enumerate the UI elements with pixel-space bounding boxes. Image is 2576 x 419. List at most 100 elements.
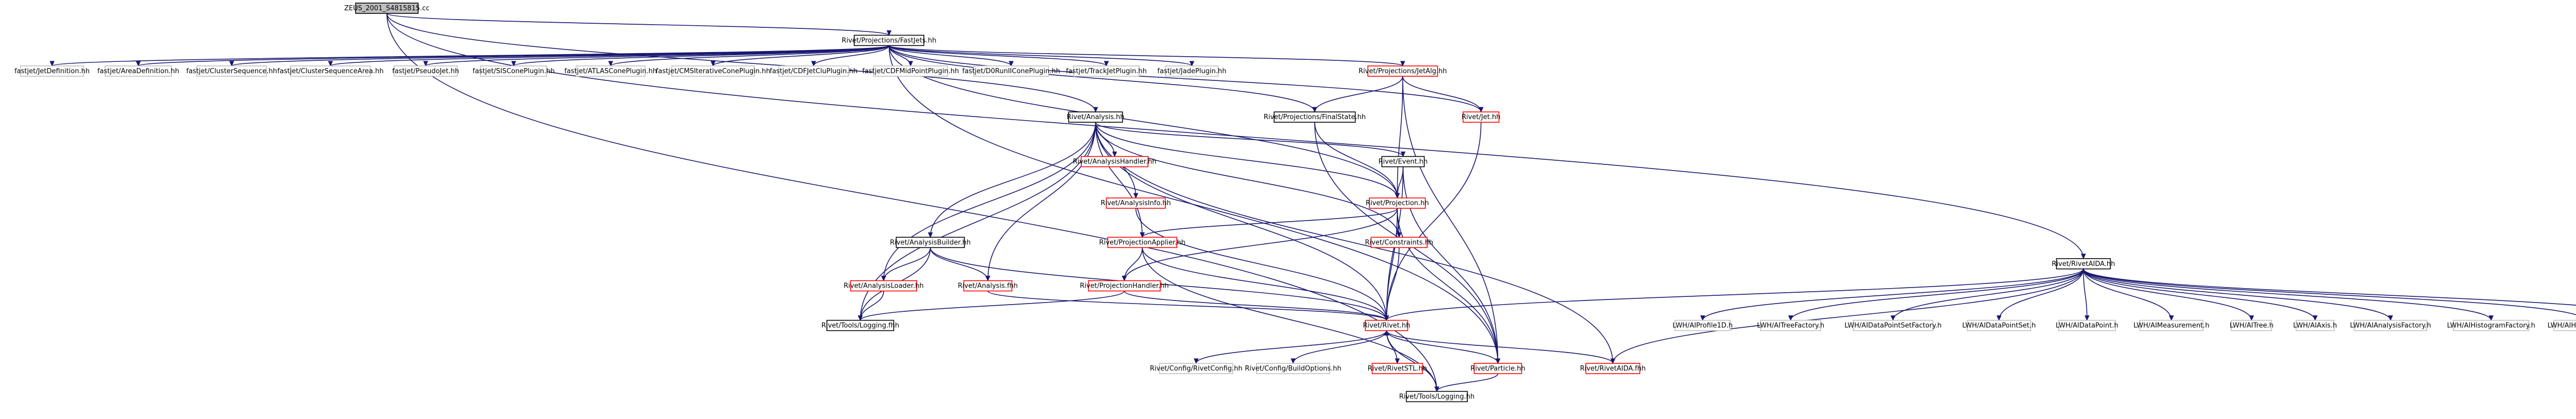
edge-rivetaida-to-rivet_hh bbox=[1384, 269, 2084, 321]
node-rivet_tools_logging_fhh[interactable]: Rivet/Tools/Logging.fhh bbox=[821, 320, 899, 331]
edge-rivetaida-to-lwh_tree bbox=[2083, 269, 2254, 321]
edge-arrowhead bbox=[1478, 107, 1484, 113]
node-constraints[interactable]: Rivet/Constraints.hh bbox=[1365, 237, 1433, 248]
node-fj_d0runii: fastjet/D0RunIIConePlugin.hh bbox=[962, 65, 1060, 77]
node-box bbox=[2231, 320, 2273, 331]
edge-arrowhead bbox=[328, 61, 333, 67]
node-analysisloader[interactable]: Rivet/AnalysisLoader.hh bbox=[844, 280, 924, 292]
node-label: Rivet/Analysis.hh bbox=[1067, 113, 1125, 121]
node-box bbox=[1674, 320, 1731, 331]
edge-line bbox=[386, 13, 1096, 112]
edge-arrowhead bbox=[985, 276, 991, 281]
node-box bbox=[873, 65, 948, 77]
node-label: Rivet/Event.hh bbox=[1379, 158, 1428, 166]
node-box bbox=[575, 65, 646, 77]
node-label: Rivet/Constraints.hh bbox=[1365, 239, 1433, 246]
node-fj_cmsitcone: fastjet/CMSIterativeConePlugin.hh bbox=[656, 65, 770, 77]
node-projectionhandler[interactable]: Rivet/ProjectionHandler.hh bbox=[1080, 280, 1169, 292]
node-fj_jetdef: fastjet/JetDefinition.hh bbox=[14, 65, 90, 77]
node-analysisfhh[interactable]: Rivet/Analysis.fhh bbox=[958, 280, 1018, 292]
edge-line bbox=[1386, 330, 1614, 364]
edge-arrowhead bbox=[608, 61, 614, 67]
node-event[interactable]: Rivet/Event.hh bbox=[1379, 156, 1428, 167]
edge-arrowhead bbox=[908, 61, 913, 67]
edge-projectionapplier-to-projectionhandler bbox=[1122, 247, 1143, 281]
node-box bbox=[973, 65, 1049, 77]
node-lwh_dps: LWH/AIDataPointSet.h bbox=[1962, 320, 2036, 331]
node-label: Rivet/AnalysisLoader.hh bbox=[844, 282, 924, 290]
node-analysis[interactable]: Rivet/Analysis.hh bbox=[1067, 111, 1125, 123]
node-box bbox=[850, 280, 918, 292]
node-box bbox=[290, 65, 371, 77]
node-lwh_analysisfactory: LWH/AIAnalysisFactory.h bbox=[2350, 320, 2431, 331]
edge-arrowhead bbox=[2249, 315, 2254, 321]
edge-line bbox=[888, 45, 1193, 66]
edge-fastjets-to-fj_atlascone bbox=[608, 45, 890, 67]
node-projection[interactable]: Rivet/Projection.hh bbox=[1366, 197, 1429, 209]
node-label: fastjet/JetDefinition.hh bbox=[14, 68, 90, 75]
node-box bbox=[1365, 320, 1409, 331]
node-particle[interactable]: Rivet/Particle.hh bbox=[1470, 363, 1526, 374]
edge-line bbox=[1095, 122, 1398, 198]
node-box bbox=[1073, 65, 1140, 77]
edge-analysisbuilder-to-analysisloader bbox=[881, 247, 931, 281]
edge-arrowhead bbox=[710, 61, 716, 67]
node-rivetaida_fhh[interactable]: Rivet/RivetAIDA.fhh bbox=[1580, 363, 1646, 374]
edge-line bbox=[1142, 247, 1387, 321]
edge-line bbox=[883, 247, 931, 281]
node-fj_jade: fastjet/JadePlugin.hh bbox=[1157, 65, 1226, 77]
edge-line bbox=[1402, 166, 1499, 364]
edge-fastjets-to-fj_jade bbox=[888, 45, 1195, 67]
edge-line bbox=[930, 122, 1096, 238]
node-rivetaida[interactable]: Rivet/RivetAIDA.hh bbox=[2052, 258, 2115, 270]
edge-rivetaida-to-lwh_measurement bbox=[2083, 269, 2174, 321]
edge-line bbox=[2083, 269, 2172, 321]
edge-rivetaida-to-lwh_hist1d bbox=[2083, 269, 2576, 315]
node-label: Rivet/Analysis.fhh bbox=[958, 282, 1018, 290]
node-box bbox=[1405, 391, 1468, 403]
node-box bbox=[1159, 363, 1233, 374]
node-box bbox=[2056, 258, 2111, 270]
edge-line bbox=[888, 45, 1482, 112]
node-box bbox=[480, 65, 547, 77]
edge-line bbox=[2083, 269, 2088, 321]
node-tools_logging[interactable]: Rivet/Tools/Logging.hh bbox=[1399, 391, 1475, 403]
edge-line bbox=[1386, 247, 1400, 321]
node-rivet_hh[interactable]: Rivet/Rivet.hh bbox=[1363, 320, 1410, 331]
node-jetalg[interactable]: Rivet/Projections/JetAlg.hh bbox=[1359, 65, 1447, 77]
node-box bbox=[1371, 363, 1423, 374]
node-label: fastjet/D0RunIIConePlugin.hh bbox=[962, 68, 1060, 75]
node-box bbox=[1381, 156, 1425, 167]
node-box bbox=[1080, 156, 1149, 167]
edge-line bbox=[1386, 330, 1499, 364]
edge-arrowhead bbox=[2081, 254, 2086, 259]
edge-jetalg-to-finalstate bbox=[1312, 76, 1403, 113]
node-fj_clseqarea: fastjet/ClusterSequenceArea.hh bbox=[277, 65, 384, 77]
node-analysishandler[interactable]: Rivet/AnalysisHandler.hh bbox=[1073, 156, 1156, 167]
node-analysisbuilder[interactable]: Rivet/AnalysisBuilder.hh bbox=[890, 237, 971, 248]
node-root[interactable]: ZEUS_2001_S4815815.cc bbox=[344, 3, 430, 14]
node-box bbox=[1473, 363, 1522, 374]
edge-arrowhead bbox=[229, 61, 234, 67]
node-projectionapplier[interactable]: Rivet/ProjectionApplier.hh bbox=[1099, 237, 1185, 248]
node-label: Rivet/RivetAIDA.fhh bbox=[1580, 365, 1646, 373]
node-analysisinfo[interactable]: Rivet/AnalysisInfo.hh bbox=[1100, 197, 1171, 209]
edge-line bbox=[888, 45, 1012, 66]
node-label: LWH/AIAnalysisFactory.h bbox=[2350, 322, 2431, 330]
node-finalstate[interactable]: Rivet/Projections/FinalState.hh bbox=[1264, 111, 1366, 123]
edge-line bbox=[1892, 269, 2084, 321]
node-label: fastjet/ATLASConePlugin.hh bbox=[564, 68, 657, 75]
node-box bbox=[196, 65, 267, 77]
node-fastjets[interactable]: Rivet/Projections/FastJets.hh bbox=[842, 35, 937, 46]
node-jet[interactable]: Rivet/Jet.hh bbox=[1462, 111, 1500, 123]
node-rivetstl[interactable]: Rivet/RivetSTL.hh bbox=[1368, 363, 1427, 374]
edge-line bbox=[813, 45, 890, 66]
edge-projection-to-particle bbox=[1397, 208, 1501, 364]
edge-line bbox=[1195, 330, 1387, 364]
node-fj_pseudojet: fastjet/PseudoJet.hh bbox=[392, 65, 459, 77]
edge-line bbox=[386, 13, 890, 36]
edge-line bbox=[888, 45, 1403, 66]
edge-arrowhead bbox=[1700, 315, 1705, 321]
edge-analysis-to-analysisbuilder bbox=[928, 122, 1096, 238]
